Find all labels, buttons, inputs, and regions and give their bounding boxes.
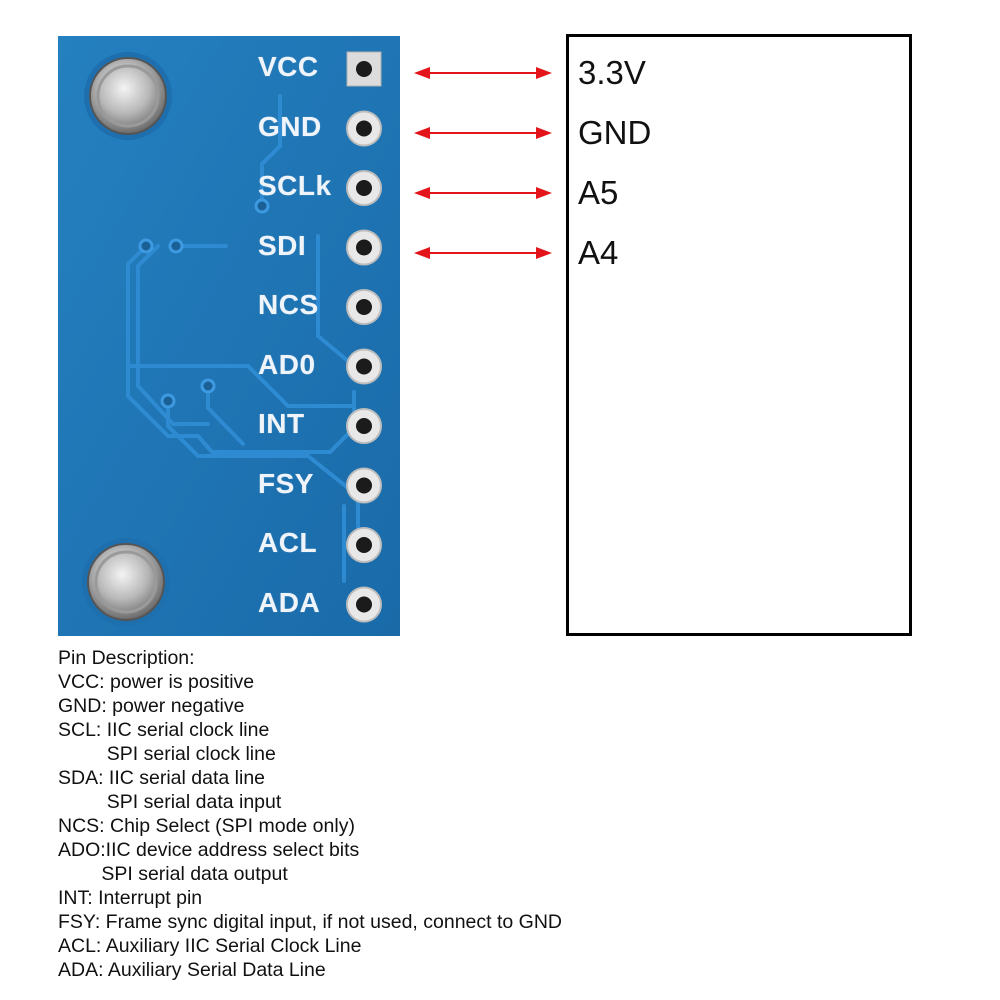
pin-label-fsy: FSY: [258, 467, 314, 499]
pin-hole: [356, 418, 372, 434]
pin-label-ada: ADA: [258, 586, 321, 618]
pin-hole: [356, 239, 372, 256]
pin-label-sdi: SDI: [258, 229, 307, 261]
pin-description-line: INT: Interrupt pin: [58, 887, 203, 909]
arrow-vcc: [414, 67, 552, 79]
vias: [138, 198, 270, 409]
pin-hole: [356, 180, 372, 196]
pin-label-int: INT: [258, 408, 305, 439]
pin-hole: [356, 596, 372, 613]
mcu-label-a5: A5: [578, 174, 619, 211]
pin-description-line: ACL: Auxiliary IIC Serial Clock Line: [58, 935, 362, 957]
pin-label-gnd: GND: [258, 110, 322, 142]
pin-hole: [356, 477, 372, 494]
pin-hole: [356, 537, 372, 553]
mcu-label-a4: A4: [578, 234, 619, 271]
pin-description-line: ADO:IIC device address select bits: [58, 839, 360, 861]
arrow-sclk: [414, 187, 552, 199]
board-graphic: [58, 36, 400, 636]
pin-description-line: SCL: IIC serial clock line: [58, 719, 270, 741]
pin-description-line: ADA: Auxiliary Serial Data Line: [58, 959, 326, 981]
pin-header: [346, 51, 382, 623]
arrow-gnd: [414, 127, 552, 139]
arrow-sdi: [414, 247, 552, 259]
pin-label-vcc: VCC: [258, 51, 319, 82]
pin-description-line: GND: power negative: [58, 695, 245, 717]
circuit-traces: [126, 94, 360, 583]
pin-hole: [356, 299, 372, 315]
mcu-label-33v: 3.3V: [578, 54, 646, 91]
pin-description-line: NCS: Chip Select (SPI mode only): [58, 815, 355, 837]
mcu-label-gnd: GND: [578, 114, 652, 151]
pin-hole: [356, 358, 372, 375]
mounting-hole-bottom: [82, 538, 170, 626]
pin-hole: [356, 120, 372, 137]
mounting-hole-top: [84, 52, 172, 140]
pin-hole: [356, 61, 372, 77]
pin-label-acl: ACL: [258, 527, 318, 558]
pin-description-line: FSY: Frame sync digital input, if not us…: [58, 911, 562, 933]
pin-label-sclk: SCLk: [258, 170, 332, 201]
pin-label-ad0: AD0: [258, 348, 316, 380]
pin-description-line: SDA: IIC serial data line: [58, 767, 266, 789]
pin-description-line: SPI serial data input: [58, 791, 282, 813]
pin-description-line: SPI serial data output: [58, 863, 288, 885]
microcontroller-box: [566, 34, 912, 636]
pin-description-title: Pin Description:: [58, 647, 195, 669]
pin-description-line: SPI serial clock line: [58, 743, 276, 765]
pin-label-ncs: NCS: [258, 289, 319, 320]
pin-description-line: VCC: power is positive: [58, 671, 255, 693]
